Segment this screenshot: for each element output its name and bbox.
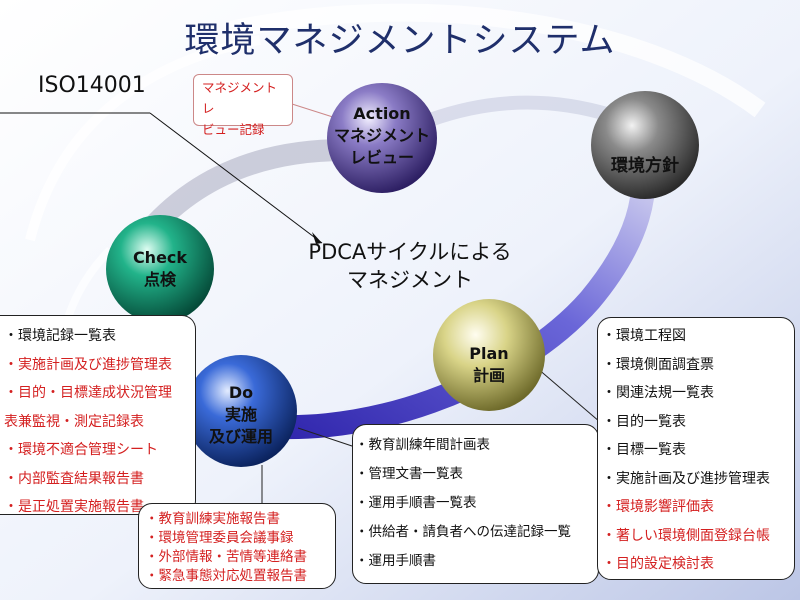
- do-records-list: ・教育訓練実施報告書・環境管理委員会議事録・外部情報・苦情等連絡書・緊急事態対応…: [139, 504, 335, 586]
- do-documents-list: ・教育訓練年間計画表・管理文書一覧表・運用手順書一覧表・供給者・請負者への伝達記…: [353, 425, 598, 576]
- list-item: ・目的設定検討表: [602, 556, 714, 572]
- plan-documents-list: ・環境工程図・環境側面調査票・関連法規一覧表・目的一覧表・目標一覧表・実施計画及…: [598, 318, 794, 579]
- list-item: 表兼監視・測定記録表: [4, 413, 144, 430]
- list-item: ・目的・目標達成状況管理: [4, 385, 172, 401]
- list-item: ・教育訓練年間計画表: [355, 437, 490, 453]
- list-item: ・供給者・請負者への伝達記録一覧: [355, 524, 571, 540]
- check-records-list: ・環境記録一覧表・実施計画及び進捗管理表・目的・目標達成状況管理表兼監視・測定記…: [0, 316, 195, 522]
- list-item: ・緊急事態対応処置報告書: [145, 568, 307, 584]
- list-item: ・内部監査結果報告書: [4, 470, 144, 487]
- callout-line-1: マネジメントレ: [202, 80, 278, 116]
- list-item: ・運用手順書一覧表: [355, 495, 477, 511]
- page-title: 環境マネジメントシステム: [184, 21, 616, 61]
- callout-line-2: ビュー記録: [202, 122, 265, 137]
- list-item: ・環境側面調査票: [602, 356, 714, 373]
- list-item: ・関連法規一覧表: [602, 385, 714, 401]
- list-item: ・環境影響評価表: [602, 499, 714, 515]
- list-item: ・環境不適合管理シート: [4, 442, 158, 458]
- list-item: ・著しい環境側面登録台帳: [602, 527, 770, 544]
- list-item: ・教育訓練実施報告書: [145, 511, 280, 527]
- iso-label: ISO14001: [38, 73, 146, 98]
- list-item: ・目的一覧表: [602, 413, 686, 430]
- list-item: ・実施計画及び進捗管理表: [602, 470, 770, 487]
- list-item: ・管理文書一覧表: [355, 466, 463, 482]
- list-item: ・運用手順書: [355, 553, 436, 569]
- list-item: ・環境管理委員会議事録: [145, 530, 294, 546]
- review-record-callout: マネジメントレ ビュー記録: [193, 74, 293, 137]
- list-item: ・外部情報・苦情等連絡書: [145, 549, 307, 565]
- check-records-box: ・環境記録一覧表・実施計画及び進捗管理表・目的・目標達成状況管理表兼監視・測定記…: [0, 315, 196, 515]
- pdca-line-2: マネジメント: [347, 268, 473, 292]
- plan-documents-box: ・環境工程図・環境側面調査票・関連法規一覧表・目的一覧表・目標一覧表・実施計画及…: [597, 317, 795, 580]
- list-item: ・実施計画及び進捗管理表: [4, 356, 172, 373]
- list-item: ・是正処置実施報告書: [4, 499, 144, 515]
- pdca-line-1: PDCAサイクルによる: [308, 240, 512, 264]
- do-records-box: ・教育訓練実施報告書・環境管理委員会議事録・外部情報・苦情等連絡書・緊急事態対応…: [138, 503, 336, 589]
- do-documents-box: ・教育訓練年間計画表・管理文書一覧表・運用手順書一覧表・供給者・請負者への伝達記…: [352, 424, 599, 584]
- list-item: ・目標一覧表: [602, 442, 686, 458]
- list-item: ・環境記録一覧表: [4, 328, 116, 344]
- list-item: ・環境工程図: [602, 328, 686, 344]
- pdca-center-label: PDCAサイクルによる マネジメント: [280, 238, 540, 294]
